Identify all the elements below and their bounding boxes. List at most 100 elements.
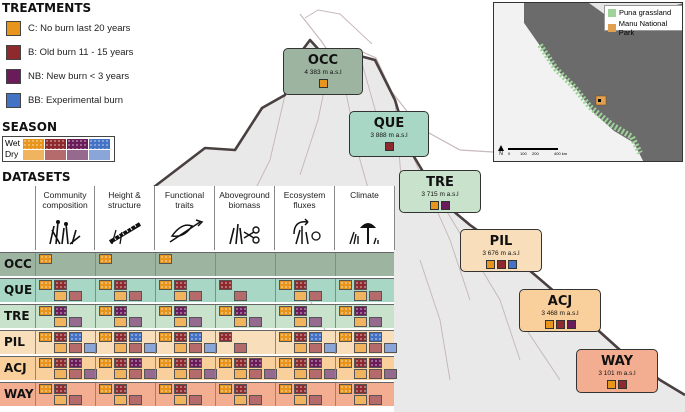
- dataset-cell: [155, 357, 217, 380]
- wet-season-square: [354, 280, 367, 290]
- dataset-cell: [215, 383, 275, 406]
- dataset-row: PIL: [0, 330, 397, 354]
- wet-season-square: [219, 332, 232, 342]
- north-arrow-icon: N: [498, 145, 504, 157]
- treatment-swatch: [6, 44, 21, 60]
- map-legend-label: Puna grassland: [619, 8, 672, 17]
- dataset-cell: [95, 279, 155, 302]
- wet-season-square: [279, 384, 292, 394]
- wet-season-square: [219, 280, 232, 290]
- dry-season-square: [234, 291, 247, 301]
- dataset-row: TRE: [0, 304, 394, 328]
- dataset-column-header: Height & structure: [95, 186, 155, 250]
- site-treatment-square: [384, 142, 394, 151]
- dataset-cell: [155, 253, 215, 276]
- dry-season-square: [174, 291, 187, 301]
- dry-season-square: [189, 343, 202, 353]
- dataset-row: WAY: [0, 382, 394, 406]
- site-treatments: [350, 142, 428, 151]
- dataset-column-label: Functional traits: [164, 190, 205, 210]
- wet-season-square: [294, 358, 307, 368]
- season-dry-swatch: [45, 150, 66, 160]
- treatment-label: B: Old burn 11 - 15 years: [28, 46, 134, 58]
- treatment-label: BB: Experimental burn: [28, 94, 124, 106]
- wet-season-square: [339, 358, 352, 368]
- map-legend-label: Manu National Park: [618, 19, 668, 37]
- dry-season-square: [84, 343, 97, 353]
- dataset-cell: [215, 331, 275, 354]
- dataset-cell: [95, 253, 155, 276]
- wet-season-square: [39, 254, 52, 264]
- dataset-cell: [95, 331, 157, 354]
- wet-season-square: [99, 358, 112, 368]
- wet-season-square: [159, 254, 172, 264]
- dry-season-square: [54, 317, 67, 327]
- wet-season-square: [294, 332, 307, 342]
- wet-season-square: [99, 332, 112, 342]
- dry-season-square: [114, 317, 127, 327]
- flux-chamber-icon: [292, 218, 321, 245]
- wet-season-square: [54, 306, 67, 316]
- wet-season-square: [159, 280, 172, 290]
- weather-station-icon: [348, 223, 379, 245]
- dry-season-square: [129, 343, 142, 353]
- dry-season-square: [129, 395, 142, 405]
- wet-season-square: [159, 384, 172, 394]
- map-legend-swatch: [608, 8, 616, 17]
- dry-season-square: [129, 369, 142, 379]
- wet-season-square: [39, 358, 52, 368]
- dry-season-square: [369, 317, 382, 327]
- wet-season-square: [279, 306, 292, 316]
- wet-season-square: [174, 358, 187, 368]
- season-wet-swatch: [89, 139, 110, 149]
- dataset-row-site: PIL: [4, 335, 25, 349]
- dry-season-square: [129, 291, 142, 301]
- dry-season-square: [354, 291, 367, 301]
- wet-season-square: [309, 358, 322, 368]
- dry-season-square: [249, 317, 262, 327]
- dry-season-square: [309, 317, 322, 327]
- wet-season-square: [69, 332, 82, 342]
- dataset-cell: [35, 331, 97, 354]
- site-treatment-square: [507, 260, 517, 269]
- wet-season-square: [339, 384, 352, 394]
- wet-season-square: [174, 306, 187, 316]
- wet-season-square: [234, 358, 247, 368]
- wet-season-square: [294, 384, 307, 394]
- dry-season-square: [144, 343, 157, 353]
- season-dry-swatch: [67, 150, 88, 160]
- wet-season-square: [114, 280, 127, 290]
- dataset-cell: [215, 253, 275, 276]
- wet-season-square: [219, 384, 232, 394]
- wet-season-square: [99, 306, 112, 316]
- dataset-cell: [35, 253, 95, 276]
- site-treatment-square: [566, 320, 576, 329]
- wet-season-square: [249, 358, 262, 368]
- dry-season-square: [69, 369, 82, 379]
- season-legend: Wet Dry: [2, 136, 115, 162]
- treatment-legend-item: BB: Experimental burn: [6, 91, 123, 109]
- season-wet-swatch: [67, 139, 88, 149]
- dataset-cell: [155, 331, 217, 354]
- treatment-legend-item: NB: New burn < 3 years: [6, 67, 129, 85]
- wet-season-square: [54, 358, 67, 368]
- wet-season-square: [219, 358, 232, 368]
- wet-season-square: [69, 358, 82, 368]
- dry-season-square: [144, 369, 157, 379]
- dataset-column-label: Aboveground biomass: [219, 190, 270, 210]
- treatment-label: C: No burn last 20 years: [28, 22, 131, 34]
- wet-season-square: [39, 306, 52, 316]
- dry-season-square: [234, 317, 247, 327]
- wet-season-square: [279, 358, 292, 368]
- season-wet-swatch: [45, 139, 66, 149]
- dataset-column-header: Community composition: [35, 186, 95, 250]
- wet-season-square: [339, 280, 352, 290]
- season-dry-label: Dry: [5, 149, 19, 159]
- wet-season-square: [159, 332, 172, 342]
- dry-season-square: [84, 369, 97, 379]
- wet-season-square: [189, 332, 202, 342]
- dataset-column-header: Aboveground biomass: [215, 186, 275, 250]
- dataset-cell: [335, 279, 395, 302]
- dry-season-square: [114, 343, 127, 353]
- wet-season-square: [219, 306, 232, 316]
